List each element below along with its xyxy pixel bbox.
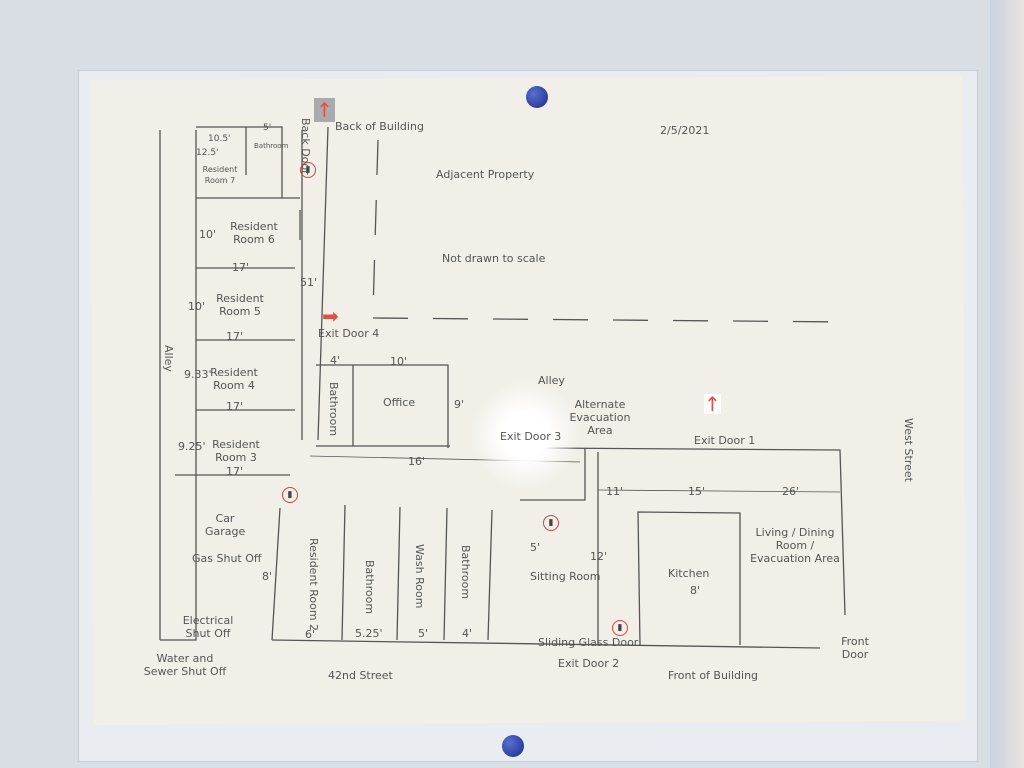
kitchen-label: Kitchen — [668, 567, 710, 580]
bathroom-3-label: Bathroom — [459, 545, 472, 600]
corridor-wall — [317, 126, 329, 441]
fire-extinguisher-icon: ▮ — [282, 487, 298, 503]
gas-shutoff-label: Gas Shut Off — [192, 552, 262, 565]
wall — [990, 0, 1024, 768]
dimension: 8' — [690, 584, 701, 597]
front-of-building-label: Front of Building — [668, 669, 759, 682]
dimension: 4' — [330, 354, 341, 367]
street-42-label: 42nd Street — [328, 669, 393, 682]
exit-door-4-label: Exit Door 4 — [318, 327, 380, 340]
dimension: 10' — [199, 228, 217, 241]
light-glare — [470, 380, 580, 490]
east-wall — [539, 447, 846, 616]
dimension: 12' — [590, 550, 608, 563]
electrical-shutoff-label: Electrical Shut Off — [182, 614, 234, 640]
back-of-building-label: Back of Building — [335, 120, 424, 133]
exit-door-2-label: Exit Door 2 — [558, 657, 620, 670]
exit-door-1-label: Exit Door 1 — [694, 434, 756, 447]
living-room-label: Living / Dining Room / Evacuation Area — [750, 526, 840, 565]
push-pin-icon — [502, 735, 524, 757]
dimension: 51' — [300, 276, 318, 289]
push-pin-icon — [526, 86, 548, 108]
fire-extinguisher-icon: ▮ — [612, 620, 628, 636]
room7-label: Resident Room 7 — [202, 165, 238, 185]
west-wall — [160, 130, 197, 641]
dimension: 17' — [232, 261, 250, 274]
office-wall — [316, 364, 449, 448]
water-sewer-shutoff-label: Water and Sewer Shut Off — [143, 652, 227, 678]
exit-arrow-icon: ➡ — [322, 304, 339, 328]
dimension: 5' — [530, 541, 541, 554]
bathroom-office-label: Bathroom — [327, 382, 340, 437]
dimension: 10' — [188, 300, 206, 313]
room5-label: Resident Room 5 — [216, 292, 264, 318]
dimension: 8' — [262, 570, 273, 583]
dimension: 16' — [408, 455, 426, 468]
dimension: 4' — [462, 627, 473, 640]
date: 2/5/2021 — [660, 124, 710, 137]
dimension: 17' — [226, 465, 244, 478]
dimension: 9.25' — [178, 440, 206, 453]
west-street-label: West Street — [902, 418, 915, 482]
bathroom-2-label: Bathroom — [363, 560, 376, 615]
back-door-label: Back Door — [299, 118, 312, 175]
dimension: 26' — [782, 485, 800, 498]
room4-label: Resident Room 4 — [210, 366, 258, 392]
office-label: Office — [383, 396, 416, 409]
dimension: 10' — [390, 355, 408, 368]
front-wall — [271, 639, 821, 649]
not-to-scale-label: Not drawn to scale — [442, 252, 546, 265]
fire-extinguisher-icon: ▮ — [543, 515, 559, 531]
room2-label: Resident Room 2 — [307, 538, 320, 632]
dimension: 10.5' — [208, 134, 231, 144]
dimension: 5' — [263, 123, 272, 133]
dimension: 17' — [226, 330, 244, 343]
exit-arrow-icon: ↑ — [704, 392, 721, 416]
room7-wall — [196, 126, 283, 198]
dimension: 6' — [305, 628, 316, 641]
dimension: 5' — [418, 627, 429, 640]
sliding-glass-door-label: Sliding Glass Door — [538, 636, 639, 649]
dimension: 15' — [688, 485, 706, 498]
dimension: 17' — [226, 400, 244, 413]
exit-door-3-label: Exit Door 3 — [500, 430, 562, 443]
dimension: 9' — [454, 398, 465, 411]
alley-left-label: Alley — [162, 345, 175, 372]
exit-arrow-icon: ↑ — [314, 98, 335, 122]
bathroom-top-label: Bathroom — [254, 142, 289, 150]
dimension: 9.33' — [184, 368, 212, 381]
dimension: 5.25' — [355, 627, 383, 640]
dimension: 12.5' — [196, 148, 219, 158]
adjacent-property-label: Adjacent Property — [436, 168, 535, 181]
dimension: 11' — [606, 485, 624, 498]
front-door-label: Front Door — [841, 635, 869, 661]
alternate-evacuation-label: Alternate Evacuation Area — [569, 398, 631, 437]
fire-extinguisher-icon: ▮ — [300, 162, 316, 178]
room6-label: Resident Room 6 — [230, 220, 278, 246]
room3-label: Resident Room 3 — [212, 438, 260, 464]
alley-center-label: Alley — [538, 374, 565, 387]
sitting-room-label: Sitting Room — [530, 570, 601, 583]
car-garage-label: Car Garage — [205, 512, 246, 538]
wash-room-label: Wash Room — [413, 544, 426, 609]
